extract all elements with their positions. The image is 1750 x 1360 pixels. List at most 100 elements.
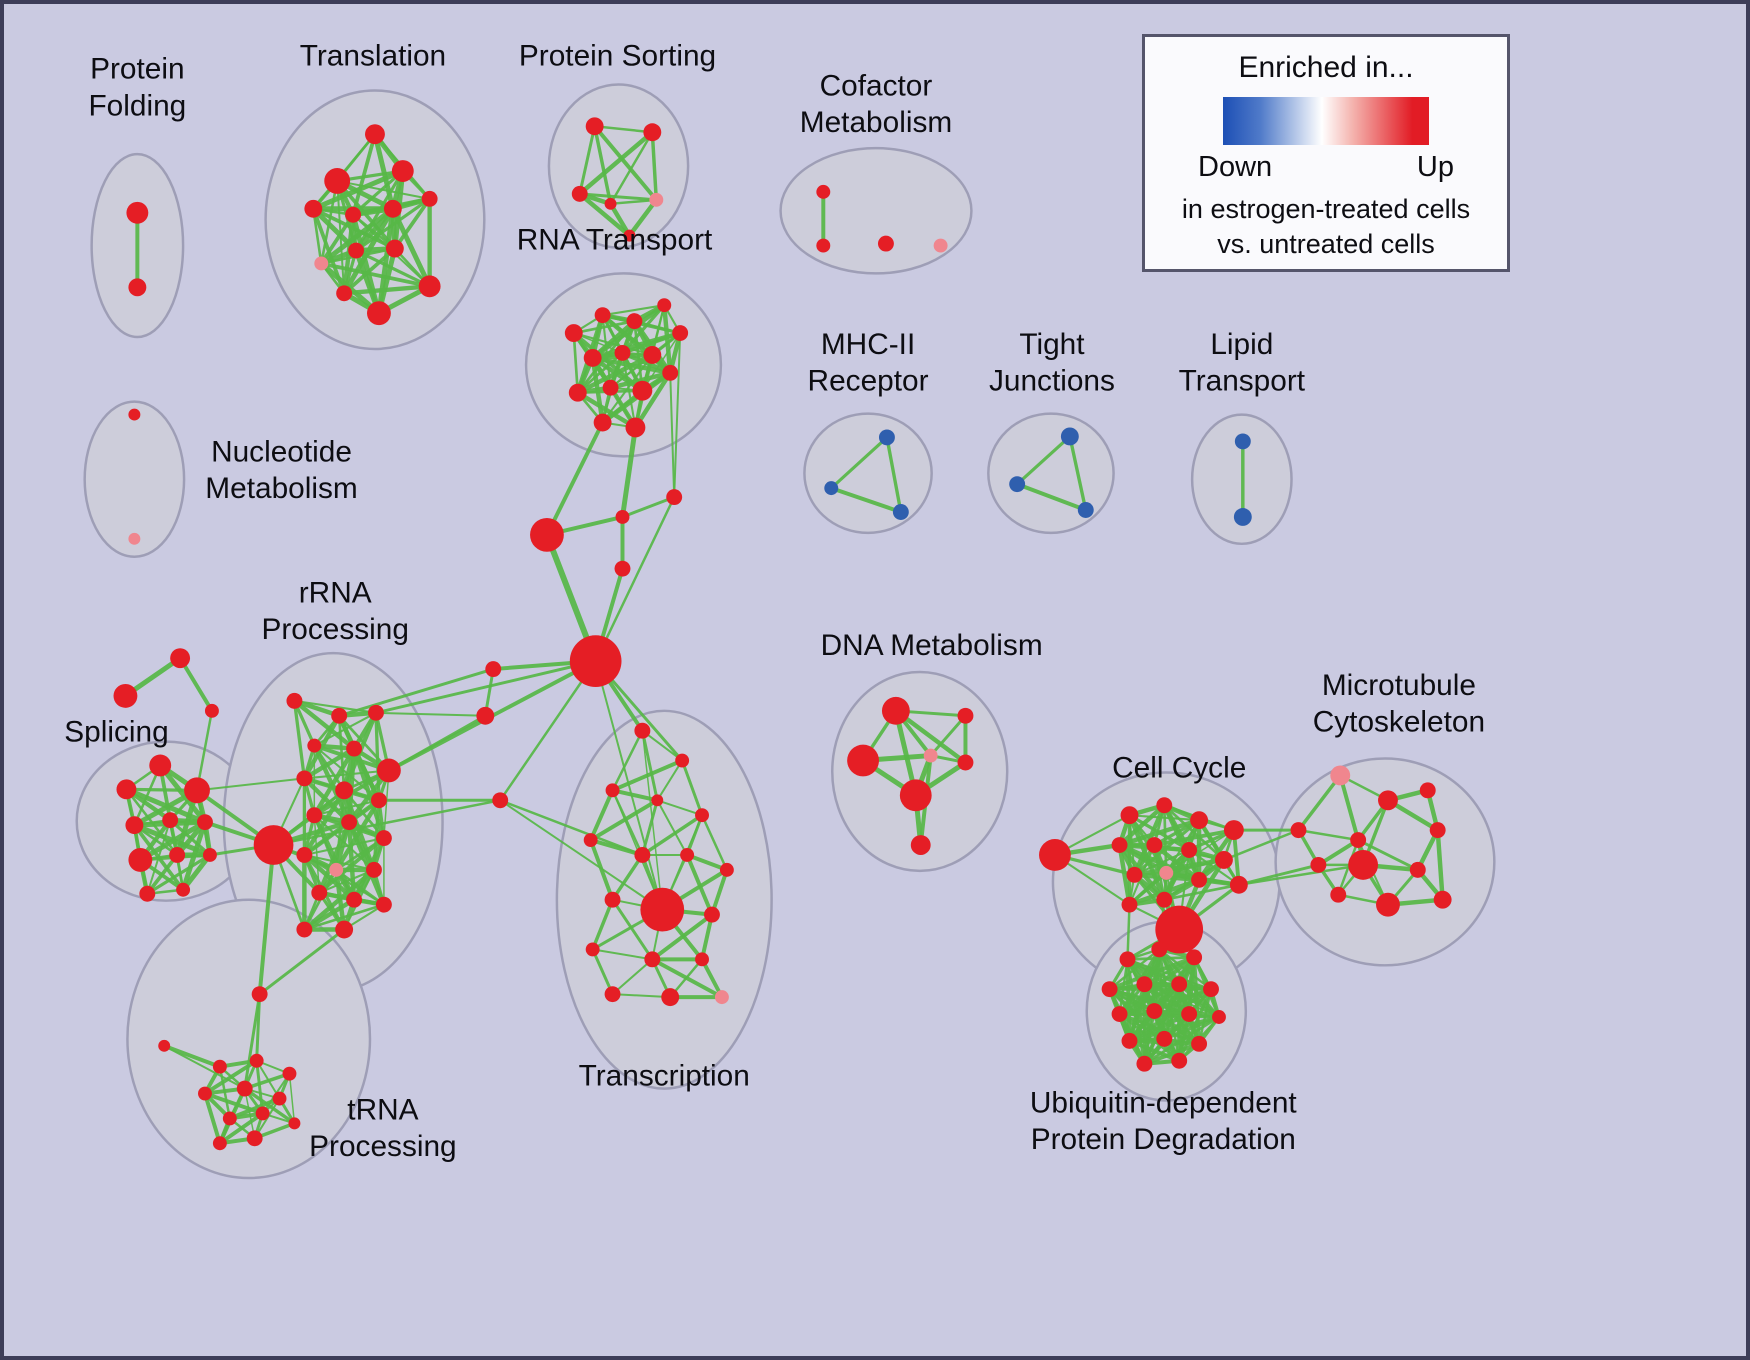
node-rt-6 [614, 344, 631, 361]
node-tr-1 [365, 124, 385, 145]
node-loose-4 [569, 635, 622, 687]
edge-sp [137, 819, 208, 863]
edge-ps [578, 124, 597, 196]
node-mt-11 [1433, 890, 1452, 909]
node-rt-10 [632, 380, 653, 401]
edge-rr [303, 837, 385, 857]
legend-down-label: Down [1198, 151, 1273, 183]
node-pf-1 [128, 278, 147, 297]
edge-rt [620, 303, 666, 355]
label-ps: Protein Sorting [519, 40, 716, 73]
node-mt-7 [1348, 849, 1379, 880]
cluster-ellipse-mt [1274, 757, 1496, 967]
edge-ps [577, 191, 632, 238]
node-rr-10 [306, 807, 323, 824]
node-layer [113, 117, 1452, 1151]
node-tr-5 [383, 199, 402, 218]
node-cc-12 [1229, 875, 1248, 894]
edge-rt [620, 331, 683, 355]
node-sp-2 [184, 777, 210, 804]
node-cm-3 [933, 238, 948, 253]
edge-tx [640, 729, 659, 802]
node-nm-1 [128, 532, 141, 545]
node-ub-5 [1171, 976, 1188, 993]
node-tx-10 [604, 891, 621, 908]
node-cc-13 [1121, 896, 1138, 913]
node-cc-8 [1214, 850, 1233, 869]
edge-trna [162, 1043, 222, 1069]
node-mhc-1 [824, 481, 839, 496]
node-rr-11 [341, 814, 358, 831]
node-trna-4 [282, 1066, 297, 1081]
edge-trna [288, 1072, 296, 1125]
node-ub-7 [1111, 1006, 1128, 1022]
node-tx-6 [634, 847, 651, 863]
node-tr-11 [367, 301, 391, 326]
edge-rr [292, 699, 307, 781]
edge-link [1222, 828, 1300, 862]
node-sp-7 [169, 847, 186, 863]
edge-mhc [829, 486, 903, 514]
node-ub-2 [1186, 949, 1203, 966]
node-tx-15 [604, 986, 621, 1003]
node-rr-0 [253, 825, 294, 865]
node-rr-14 [329, 862, 344, 877]
node-rt-2 [626, 313, 643, 330]
node-cc-15 [1155, 905, 1204, 954]
edge-tj [1015, 434, 1072, 486]
node-tr-0 [324, 168, 351, 194]
cluster-ellipse-trna [126, 898, 372, 1180]
node-trna-3 [249, 1053, 264, 1068]
edge-rr [292, 698, 357, 751]
edge-cc [1117, 842, 1132, 907]
node-trna-12 [246, 1130, 263, 1147]
node-sp-5 [197, 814, 213, 831]
node-mt-1 [1378, 790, 1398, 811]
edge-ps [592, 124, 613, 206]
edge-rr [302, 867, 377, 932]
node-ub-14 [1136, 1055, 1153, 1072]
node-tx-11 [704, 906, 720, 923]
edge-tx [680, 759, 704, 817]
edge-rr [302, 897, 357, 932]
node-loose-6 [476, 706, 495, 725]
node-rr-16 [311, 884, 328, 901]
edge-link [544, 420, 605, 537]
node-sp-4 [162, 812, 179, 829]
edge-tx [611, 993, 672, 999]
edge-link [594, 495, 676, 663]
node-loose-10 [204, 703, 219, 718]
node-mt-10 [1376, 892, 1400, 917]
node-nm-0 [128, 408, 141, 421]
node-mt-6 [1310, 856, 1327, 873]
node-cc-14 [1156, 891, 1173, 908]
node-rr-15 [366, 861, 382, 878]
node-sp-8 [202, 848, 217, 862]
node-ub-15 [1171, 1052, 1188, 1069]
cluster-ellipse-mhc [803, 412, 933, 535]
edge-link [1237, 863, 1365, 887]
node-dna-4 [957, 754, 974, 771]
edge-tx [700, 813, 729, 872]
node-tr-2 [391, 160, 414, 182]
edge-link [499, 799, 664, 911]
edge-rr [292, 699, 316, 748]
node-rr-19 [335, 920, 354, 939]
node-rt-1 [594, 307, 611, 324]
node-cm-1 [816, 238, 831, 253]
node-tr-4 [345, 206, 362, 223]
node-rt-11 [662, 364, 679, 381]
edge-link [257, 843, 276, 997]
edge-cc [1133, 848, 1191, 876]
edge-link [621, 495, 676, 519]
edge-tx [591, 948, 654, 961]
node-dna-6 [910, 835, 931, 855]
edge-cc [1162, 883, 1241, 902]
edge-mt [1296, 773, 1342, 832]
node-tx-0 [634, 722, 651, 739]
node-rr-2 [331, 707, 348, 724]
edge-sp [145, 853, 180, 896]
